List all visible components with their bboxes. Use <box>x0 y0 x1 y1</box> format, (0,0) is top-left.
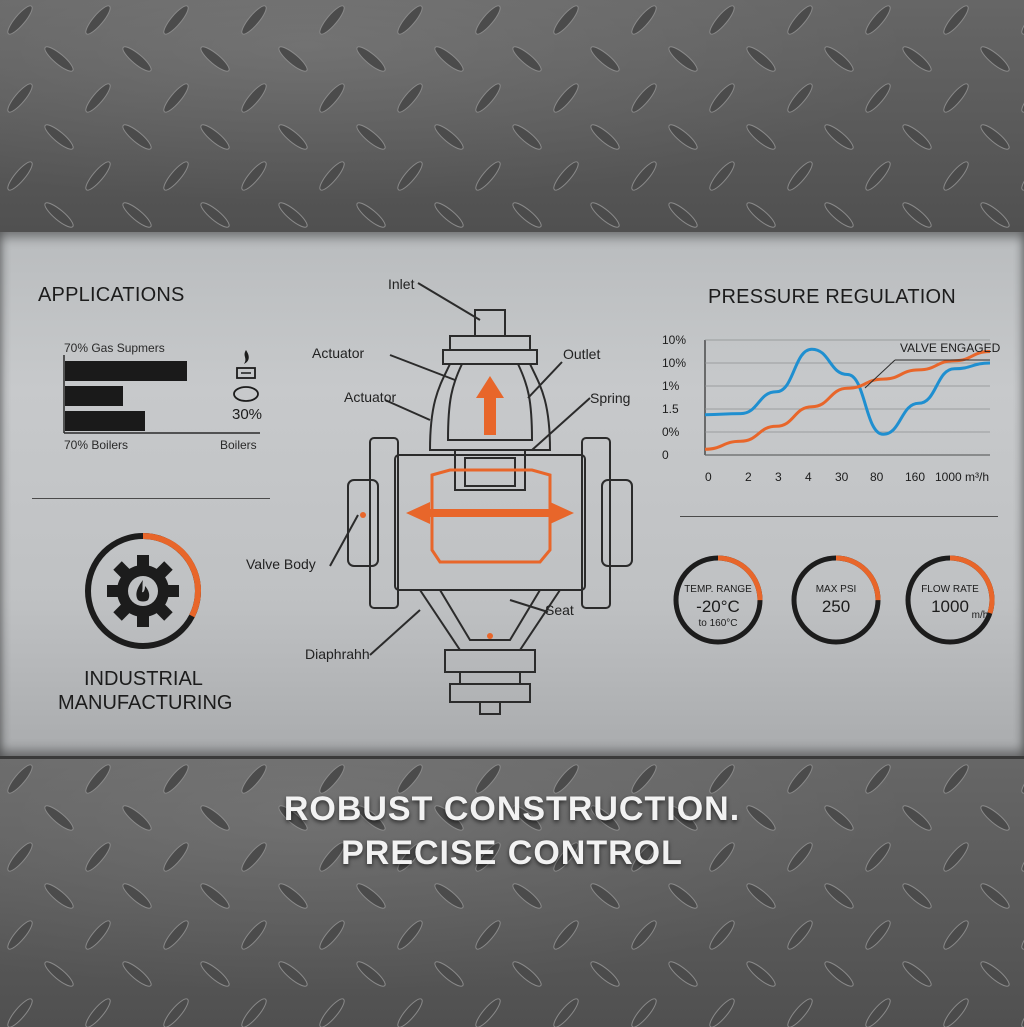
label-actuator-1: Actuator <box>312 345 365 361</box>
x-tick-label: 160 <box>905 470 925 484</box>
tread-pattern-bottom <box>0 759 1024 1027</box>
gauge-title: MAX PSI <box>815 584 857 595</box>
bottom-cap <box>449 683 531 703</box>
gauge-title: FLOW RATE <box>921 584 979 595</box>
bottom-nut <box>459 671 521 685</box>
industry-line2: MANUFACTURING <box>58 692 233 714</box>
bar-3 <box>65 411 145 431</box>
bar-top-label: 70% Gas Supmers <box>64 341 165 355</box>
bonnet-inner <box>446 363 534 441</box>
gauge-value: 1000 <box>931 597 969 616</box>
headline-line2: PRECISE CONTROL <box>341 834 683 872</box>
right-flange <box>581 437 611 609</box>
inlet-stem <box>474 309 506 337</box>
applications-title: APPLICATIONS <box>38 284 185 306</box>
y-tick-label: 0% <box>662 425 680 439</box>
label-diaphragm: Diaphrahh <box>305 646 370 662</box>
left-flange <box>369 437 399 609</box>
flow-arrow-up <box>476 376 504 435</box>
series-line-2 <box>704 350 991 451</box>
gauge-ring <box>673 555 763 645</box>
gauge-title: TEMP. RANGE <box>684 584 752 595</box>
x-tick-label: 4 <box>805 470 812 484</box>
label-valve-body: Valve Body <box>246 556 316 572</box>
label-spring: Spring <box>590 390 631 406</box>
gauge-1: TEMP. RANGE -20°C to 160°C <box>672 554 764 646</box>
burner-icon <box>233 350 259 402</box>
gauge-value: 250 <box>821 597 851 616</box>
diaphragm-outline <box>430 468 552 564</box>
gear-flame-icon <box>85 533 201 649</box>
spring-block <box>464 457 516 487</box>
label-seat: Seat <box>545 602 574 618</box>
pressure-title: PRESSURE REGULATION <box>708 286 956 308</box>
label-actuator-2: Actuator <box>344 389 397 405</box>
bar-2 <box>65 386 123 406</box>
boilers-label: Boilers <box>220 438 257 452</box>
info-panel <box>0 232 1024 756</box>
inlet-flange <box>449 335 531 351</box>
y-tick-label: 1.5 <box>662 402 679 416</box>
applications-bar-chart <box>63 355 260 434</box>
inlet-flange-lower <box>442 349 538 365</box>
label-outlet: Outlet <box>563 346 601 362</box>
y-tick-label: 10% <box>662 333 686 347</box>
flow-arrow-horizontal <box>406 502 574 524</box>
y-tick-label: 10% <box>662 356 686 370</box>
gauge-subtext: m/h <box>971 610 989 621</box>
chart-annotation: VALVE ENGAGED <box>900 341 1000 355</box>
gauge-ring <box>905 555 995 645</box>
bar-bottom-label: 70% Boilers <box>64 438 129 452</box>
headline-line1: ROBUST CONSTRUCTION. <box>283 790 741 828</box>
pressure-chart: 10% 10% 1% 1.5 0% 0 0 2 3 4 30 80 160 1000 m³/h VALVE … <box>662 333 1000 484</box>
bottom-flange <box>444 649 536 673</box>
valve-diagram <box>329 282 633 715</box>
y-tick-label: 1% <box>662 379 680 393</box>
x-tick-label: 2 <box>745 470 752 484</box>
gauge-subtext: to 160°C <box>698 618 738 629</box>
bar-1 <box>65 361 187 381</box>
label-inlet: Inlet <box>388 276 415 292</box>
x-tick-label: 80 <box>870 470 884 484</box>
valve-body-main <box>394 454 586 591</box>
annotation-leader <box>864 359 896 389</box>
applications-divider <box>32 498 270 499</box>
gauge-value: -20°C <box>696 597 740 616</box>
seat-funnel-inner <box>439 589 541 641</box>
left-flange-outer <box>347 479 379 567</box>
gauge-2: MAX PSI 250 <box>790 554 882 646</box>
right-flange-outer <box>601 479 633 567</box>
tread-plate-top <box>0 0 1024 235</box>
x-tick-label: 30 <box>835 470 849 484</box>
pressure-divider <box>680 516 998 517</box>
tread-pattern-top <box>0 0 1024 232</box>
series-line-1 <box>704 347 991 436</box>
applications-percent: 30% <box>232 406 263 423</box>
x-tick-label: 0 <box>705 470 712 484</box>
tread-plate-bottom <box>0 756 1024 1027</box>
gauge-ring <box>791 555 881 645</box>
x-tick-label: 3 <box>775 470 782 484</box>
y-tick-label: 0 <box>662 448 669 462</box>
industry-line1: INDUSTRIAL <box>84 668 203 690</box>
bottom-bolt <box>479 701 501 715</box>
x-tick-label: 1000 m³/h <box>935 470 989 484</box>
